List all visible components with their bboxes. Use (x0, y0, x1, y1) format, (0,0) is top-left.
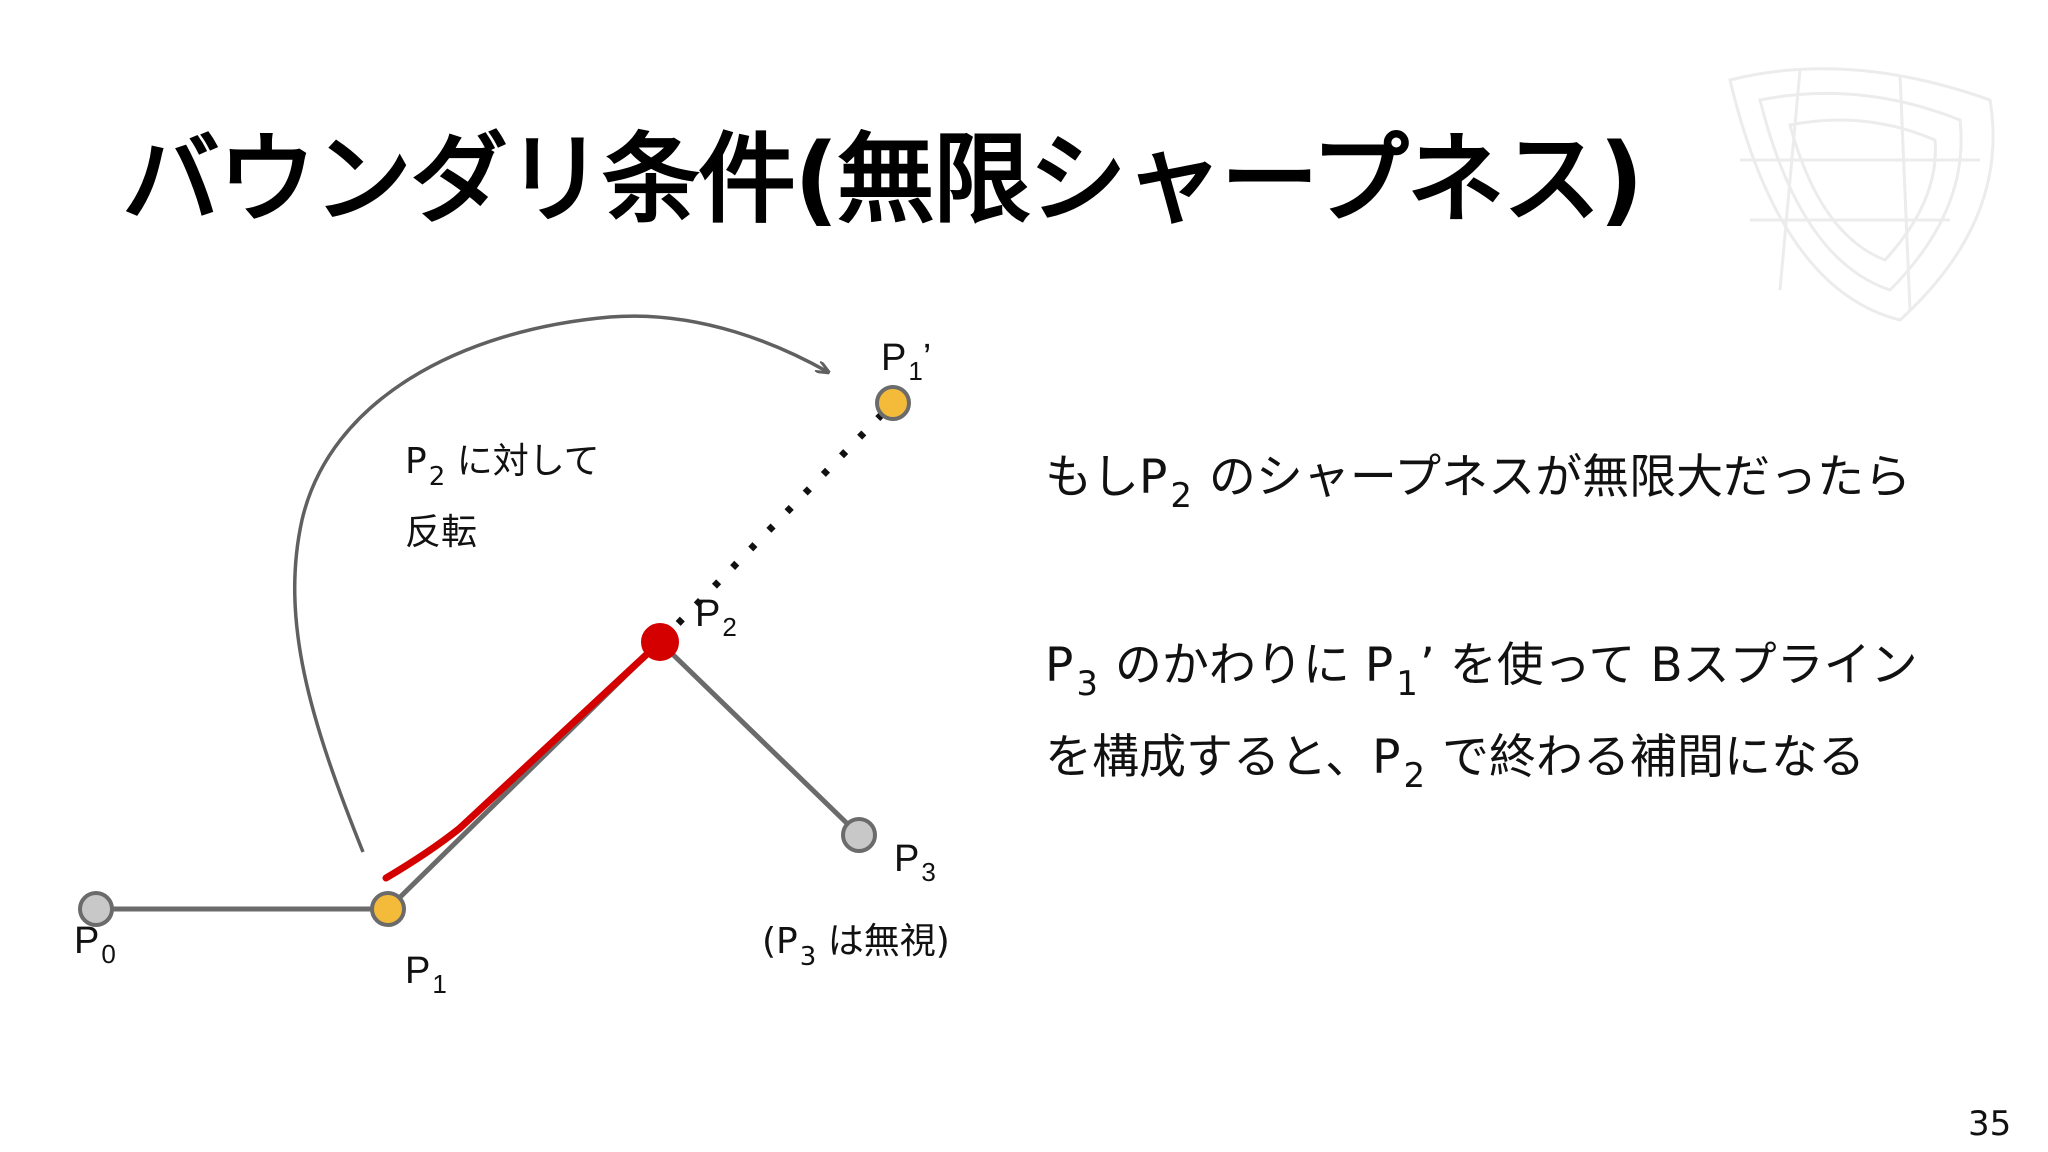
rotate-note: P2 に対して 反転 (405, 434, 600, 561)
rotate-note-line2: 反転 (405, 512, 478, 553)
rotate-note-line1: P2 に対して (405, 441, 600, 492)
explanation-line-2: P3 のかわりに P1’ を使って Bスプライン (1045, 638, 1918, 704)
slide-title: バウンダリ条件(無限シャープネス) (122, 123, 1644, 237)
label-p3: P3 (894, 838, 936, 887)
control-point-p1-prime (875, 385, 911, 421)
explanation-line-1: もしP2 のシャープネスが無限大だったら (1045, 450, 1912, 516)
interpolating-curve (382, 638, 664, 882)
rotation-arrow (292, 314, 828, 853)
label-p2: P2 (695, 593, 737, 642)
control-point-p3 (841, 817, 877, 853)
label-p1-prime: P1’ (881, 337, 932, 386)
watermark-mesh-icon (1728, 67, 1995, 322)
label-p0: P0 (74, 920, 116, 969)
control-point-p1 (370, 891, 406, 927)
label-p1: P1 (405, 950, 447, 999)
explanation-line-3: を構成すると、P2 で終わる補間になる (1045, 730, 1866, 796)
page-number: 35 (1968, 1104, 2012, 1144)
ignore-note: (P3 は無視) (762, 921, 950, 972)
reflection-dotted-line (657, 400, 896, 645)
control-point-p0 (78, 891, 114, 927)
control-segment-p2-p3 (658, 640, 861, 837)
control-point-p2 (641, 623, 679, 661)
